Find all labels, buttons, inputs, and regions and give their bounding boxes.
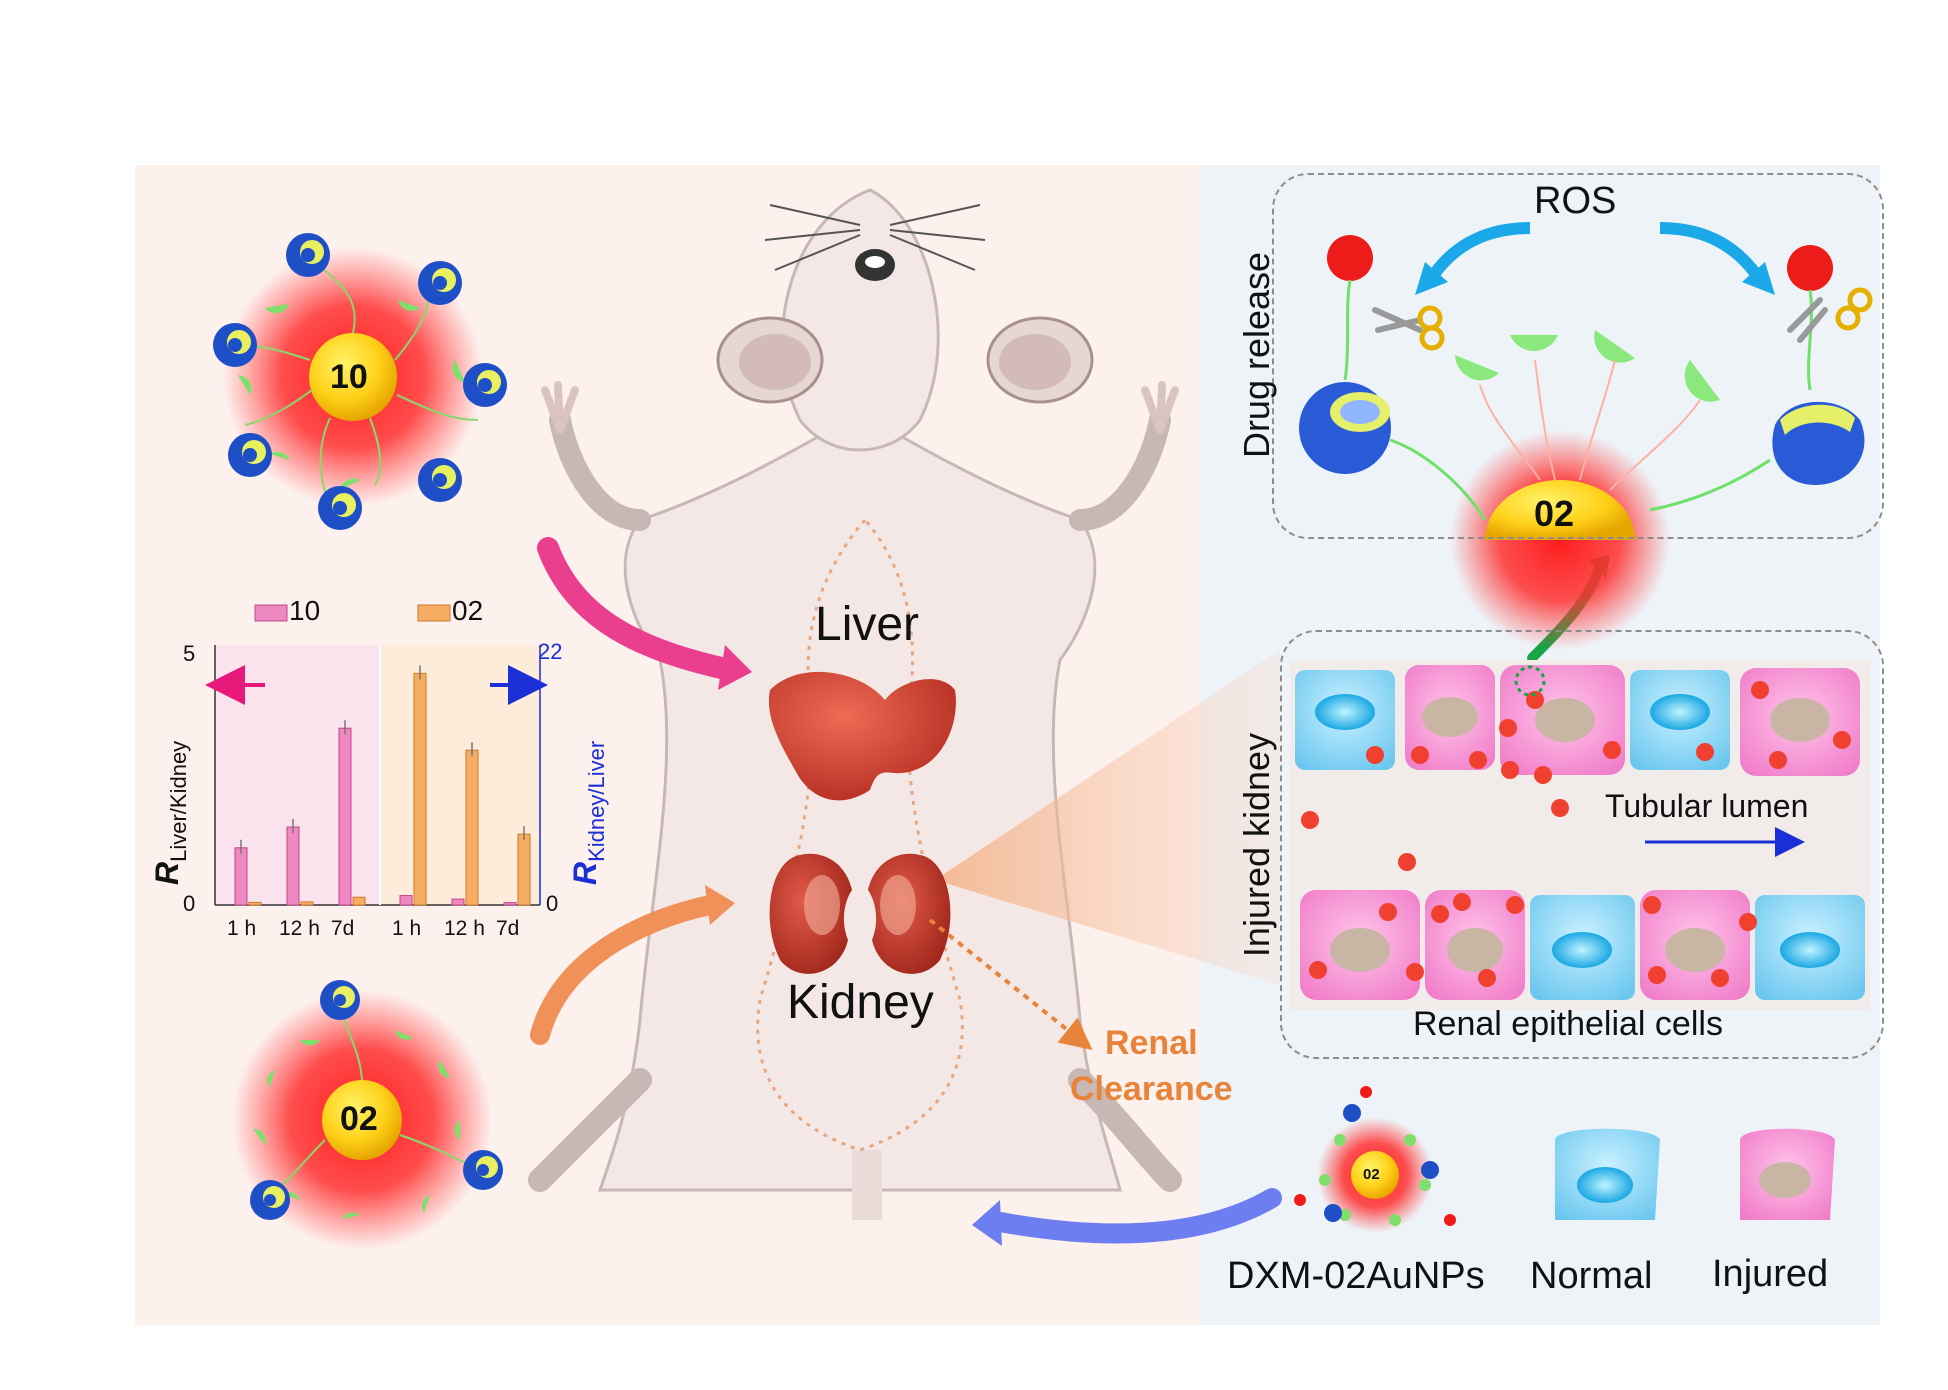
- chart-right-bar-02-1: [465, 749, 479, 906]
- chart-left-tick-2: 7d: [331, 917, 354, 940]
- chart-right-axis-label: RKidney/Liver: [567, 741, 609, 885]
- chart-left-tick-1: 12 h: [279, 917, 320, 940]
- chart-left-axis-label: RLiver/Kidney: [149, 741, 191, 885]
- np02-label: 02: [340, 1100, 378, 1138]
- chart-right-bar-10-0: [399, 895, 413, 906]
- tubular-lumen-label: Tubular lumen: [1605, 788, 1809, 824]
- kidney-label: Kidney: [787, 976, 934, 1029]
- np10-label: 10: [330, 358, 368, 396]
- legend-dxm-label: DXM-02AuNPs: [1227, 1255, 1485, 1297]
- chart-left-bar-10-0: [234, 847, 248, 906]
- np02-drug-release-label: 02: [1534, 493, 1575, 534]
- chart-legend-swatch-10: [254, 604, 288, 622]
- chart-left-bar-10-1: [286, 826, 300, 906]
- chart-right-bar-10-1: [451, 898, 465, 906]
- legend-graphics: [1294, 1086, 1835, 1233]
- liver-label: Liver: [815, 598, 920, 651]
- chart-right-bar-02-2: [517, 833, 531, 906]
- chart-right-bar-10-2: [503, 902, 517, 906]
- chart-right-tick-1: 12 h: [444, 917, 485, 940]
- chart-left-tick-0: 1 h: [227, 917, 256, 940]
- ros-label: ROS: [1534, 180, 1617, 222]
- chart-left-bar-10-2: [338, 727, 352, 906]
- nanoparticle-02-graphic: [232, 980, 503, 1250]
- drug-release-box: [1272, 173, 1884, 539]
- chart-right-tick-0: 1 h: [392, 917, 421, 940]
- chart-right-tick-max: 22: [538, 639, 562, 664]
- renal-clearance-line1: Renal: [1104, 1024, 1198, 1062]
- chart-left-bar-02-0: [248, 901, 262, 906]
- chart-right-tick-2: 7d: [496, 917, 519, 940]
- injured-kidney-graphic: [1290, 660, 1870, 1010]
- chart-legend-swatch-02: [417, 604, 451, 622]
- np02-legend-label: 02: [1363, 1166, 1380, 1183]
- nanoparticle-10-graphic: [213, 233, 507, 530]
- renal-clearance-line2: Clearance: [1070, 1070, 1233, 1108]
- chart-left-tick-max: 5: [183, 641, 195, 666]
- chart-left-bar-02-2: [352, 896, 366, 906]
- legend-normal-label: Normal: [1530, 1255, 1653, 1297]
- renal-epithelial-label: Renal epithelial cells: [1413, 1005, 1723, 1043]
- renal-clearance-label: Renal Clearance: [1070, 1020, 1233, 1112]
- chart-legend-label-10: 10: [289, 595, 320, 626]
- chart-right-tick-min: 0: [546, 891, 558, 916]
- chart-left-tick-min: 0: [183, 891, 195, 916]
- injured-kidney-box: [1280, 630, 1884, 1059]
- chart-legend-label-02: 02: [452, 595, 483, 626]
- chart-right-bar-02-0: [413, 672, 427, 906]
- drug-release-graphic: [1299, 222, 1873, 650]
- legend-injured-label: Injured: [1712, 1253, 1829, 1295]
- chart-left-bar-02-1: [300, 901, 314, 906]
